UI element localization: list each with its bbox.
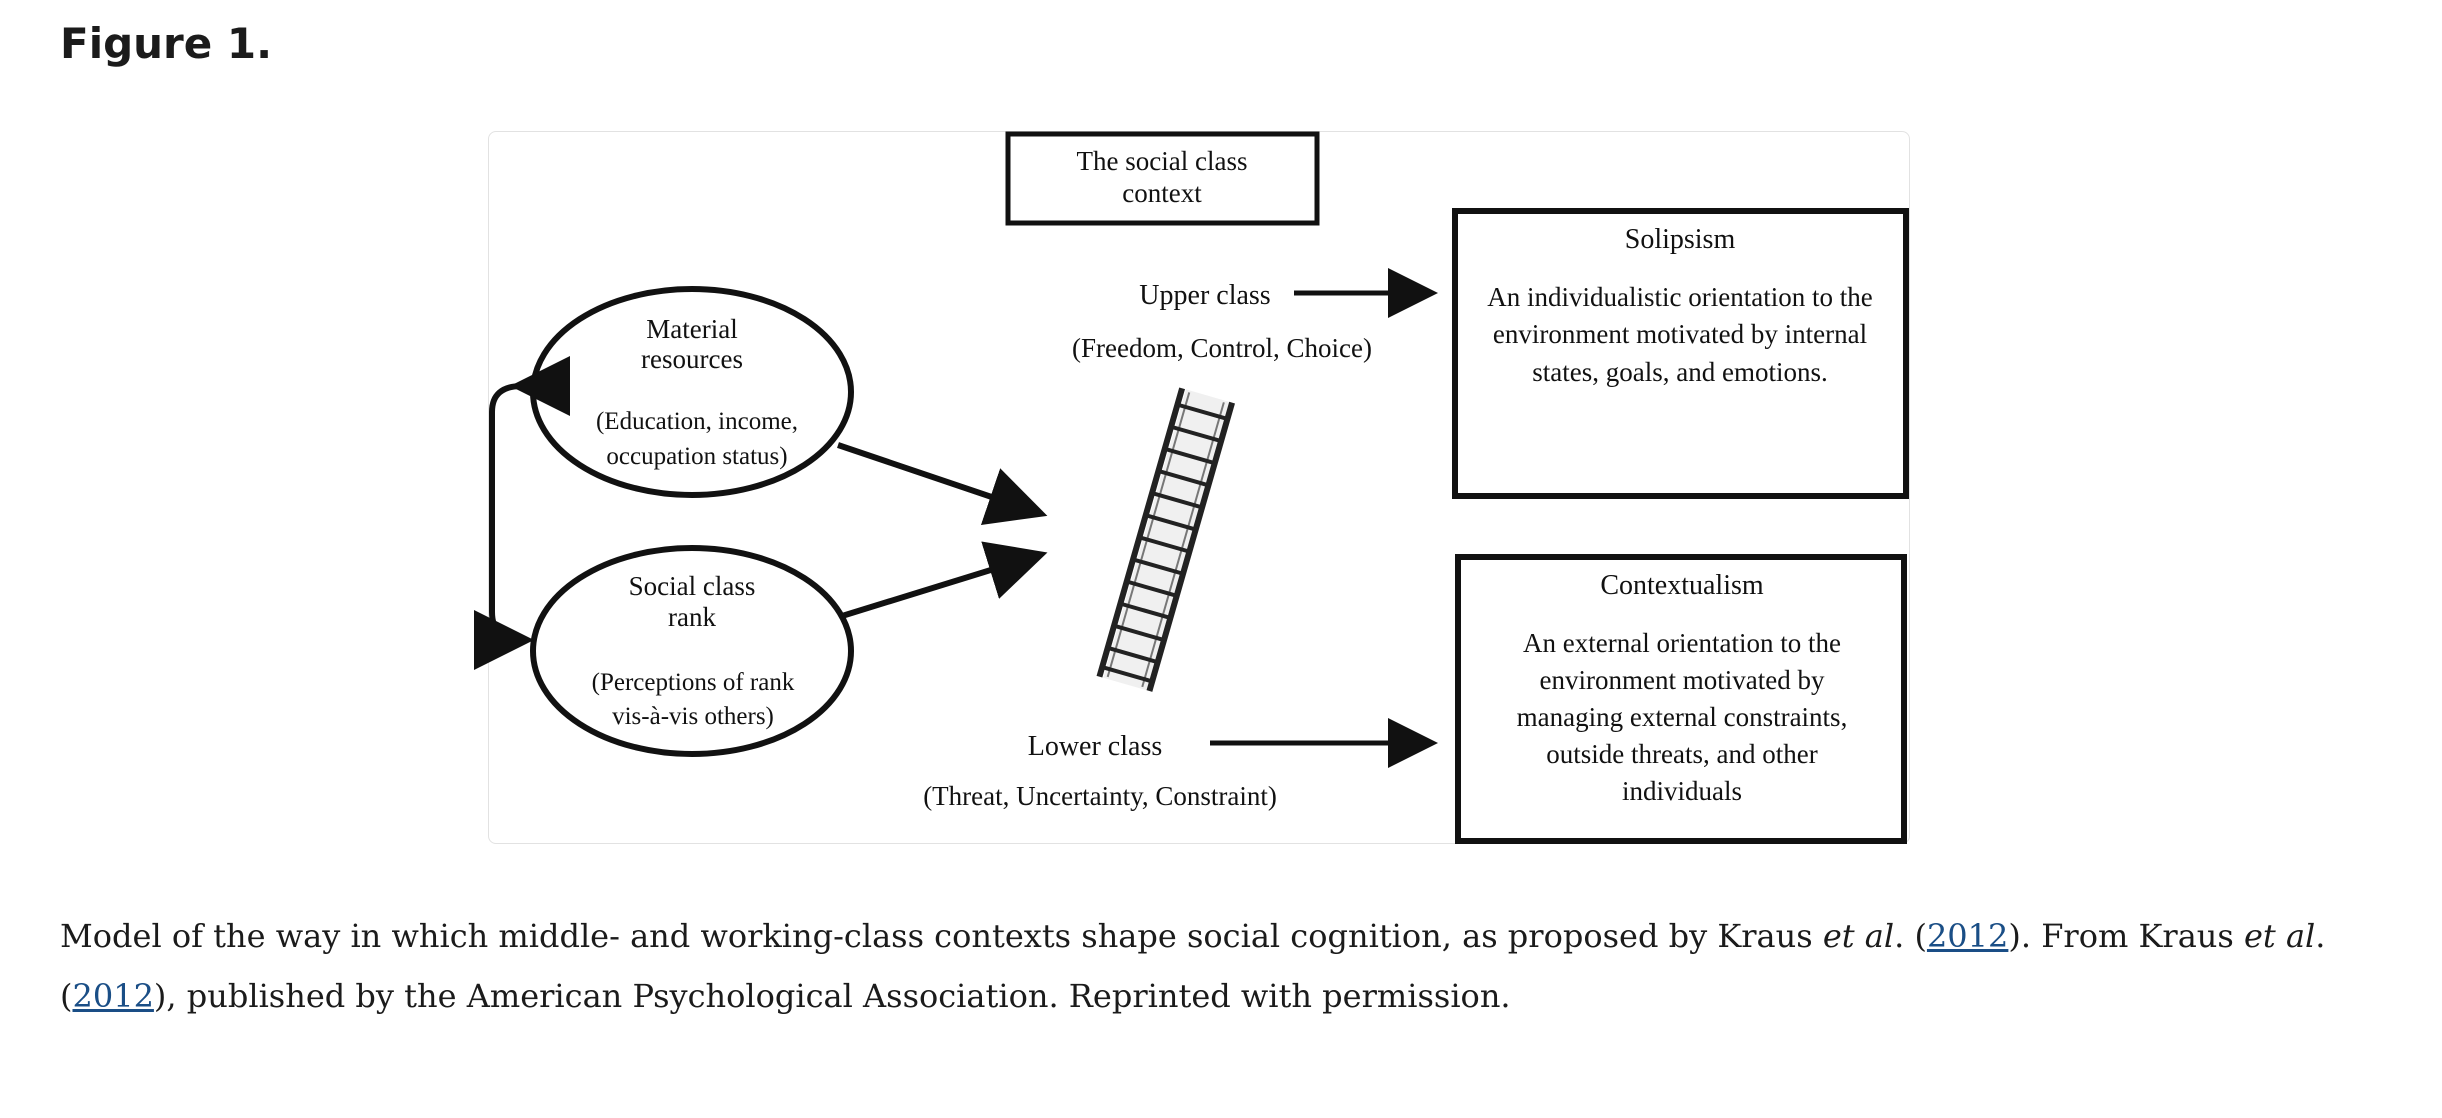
material-to-context-arrow <box>837 442 1048 526</box>
ladder-illustration <box>1096 387 1235 692</box>
solipsism-title: Solipsism <box>1625 224 1736 255</box>
citation-link-1[interactable]: 2012 <box>1926 917 2009 955</box>
lower-class-traits: (Threat, Uncertainty, Constraint) <box>923 781 1277 811</box>
social-class-rank-detail-1: (Perceptions of rank <box>592 669 795 696</box>
contextualism-title: Contextualism <box>1600 570 1764 601</box>
caption-text-1: Model of the way in which middle- and wo… <box>60 917 1823 955</box>
upper-class-label: Upper class <box>1139 280 1270 311</box>
solipsism-description-1: An individualistic orientation to the <box>1487 282 1872 312</box>
caption-etal-1: et al <box>1822 917 1895 955</box>
solipsism-description-2: environment motivated by internal <box>1493 319 1867 349</box>
caption-etal-2: et al <box>2243 917 2316 955</box>
material-resources-node: Material resources (Education, income, o… <box>530 286 854 498</box>
lower-class-label: Lower class <box>1028 731 1163 762</box>
solipsism-description-3: states, goals, and emotions. <box>1532 357 1827 387</box>
caption-text-2: . ( <box>1894 917 1927 955</box>
material-resources-title-1: Material <box>646 314 737 344</box>
contextualism-description-5: individuals <box>1622 776 1742 806</box>
context-box-line-2: context <box>1122 178 1202 208</box>
social-class-rank-detail-2: vis-à-vis others) <box>612 703 774 730</box>
context-box: The social class context <box>1005 131 1320 226</box>
figure-heading: Figure 1. <box>60 19 273 68</box>
social-class-rank-node: Social class rank (Perceptions of rank v… <box>530 545 854 757</box>
material-resources-detail-1: (Education, income, <box>596 408 798 435</box>
lower-class-group: Lower class (Threat, Uncertainty, Constr… <box>923 718 1438 811</box>
context-box-line-1: The social class <box>1077 146 1248 176</box>
contextualism-description-1: An external orientation to the <box>1523 628 1841 658</box>
bidirectional-arrow <box>473 355 571 670</box>
caption-text-5: ), published by the American Psychologic… <box>153 977 1511 1015</box>
citation-link-2[interactable]: 2012 <box>72 977 154 1015</box>
upper-class-traits: (Freedom, Control, Choice) <box>1072 333 1372 363</box>
social-class-rank-title-1: Social class <box>629 571 756 601</box>
contextualism-box: Contextualism An external orientation to… <box>1455 554 1907 844</box>
upper-class-group: Upper class (Freedom, Control, Choice) <box>1072 268 1438 363</box>
contextualism-description-3: managing external constraints, <box>1517 702 1848 732</box>
contextualism-description-2: environment motivated by <box>1540 665 1825 695</box>
social-class-rank-title-2: rank <box>668 602 716 632</box>
caption-text-3: ). From Kraus <box>2008 917 2244 955</box>
caption-text-4: . ( <box>60 917 2326 1015</box>
solipsism-box: Solipsism An individualistic orientation… <box>1452 208 1909 499</box>
material-resources-detail-2: occupation status) <box>606 443 787 470</box>
social-class-model-diagram: The social class context Upper class (Fr… <box>473 131 1909 844</box>
figure-caption: Model of the way in which middle- and wo… <box>60 906 2380 1026</box>
rank-to-context-arrow <box>841 541 1048 619</box>
material-resources-title-2: resources <box>641 344 743 374</box>
contextualism-description-4: outside threats, and other <box>1546 739 1817 769</box>
